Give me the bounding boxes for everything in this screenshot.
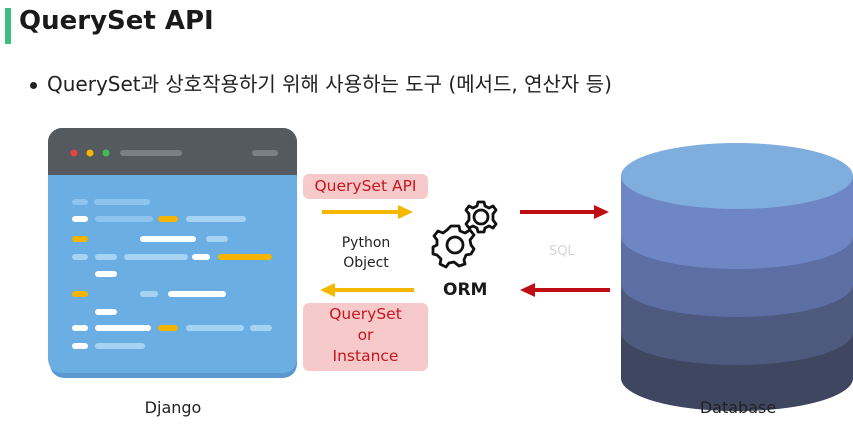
bullet-text: QuerySet과 상호작용하기 위해 사용하는 도구 (메서드, 연산자 등)	[47, 72, 612, 96]
queryset-or-instance-line1: QuerySet	[329, 305, 402, 323]
queryset-or-instance-line3: Instance	[332, 347, 399, 365]
queryset-or-instance-line2: or	[357, 326, 374, 344]
sql-label: SQL	[549, 244, 575, 259]
bullet-dot	[30, 82, 37, 89]
page-title: QuerySet API	[19, 6, 214, 36]
gears-icon	[431, 200, 498, 269]
queryset-api-label: QuerySet API	[303, 174, 428, 199]
arrow-to-database	[520, 205, 609, 219]
django-caption: Django	[144, 398, 202, 417]
database-cylinder-icon	[621, 143, 853, 411]
python-object-line1: Python	[341, 235, 391, 251]
python-object-line2: Object	[343, 255, 389, 271]
arrow-to-orm-from-database	[520, 283, 610, 297]
orm-label: ORM	[443, 280, 488, 300]
python-object-label: Python Object	[318, 233, 414, 273]
bullet-item: QuerySet과 상호작용하기 위해 사용하는 도구 (메서드, 연산자 등)	[30, 68, 612, 97]
queryset-api-label-text: QuerySet API	[314, 177, 417, 195]
arrow-to-django	[320, 283, 414, 297]
queryset-or-instance-label: QuerySet or Instance	[303, 303, 428, 371]
arrow-to-orm	[322, 205, 413, 219]
django-code-window-icon	[48, 128, 297, 378]
database-caption: Database	[699, 398, 777, 417]
title-accent-bar	[5, 8, 11, 44]
